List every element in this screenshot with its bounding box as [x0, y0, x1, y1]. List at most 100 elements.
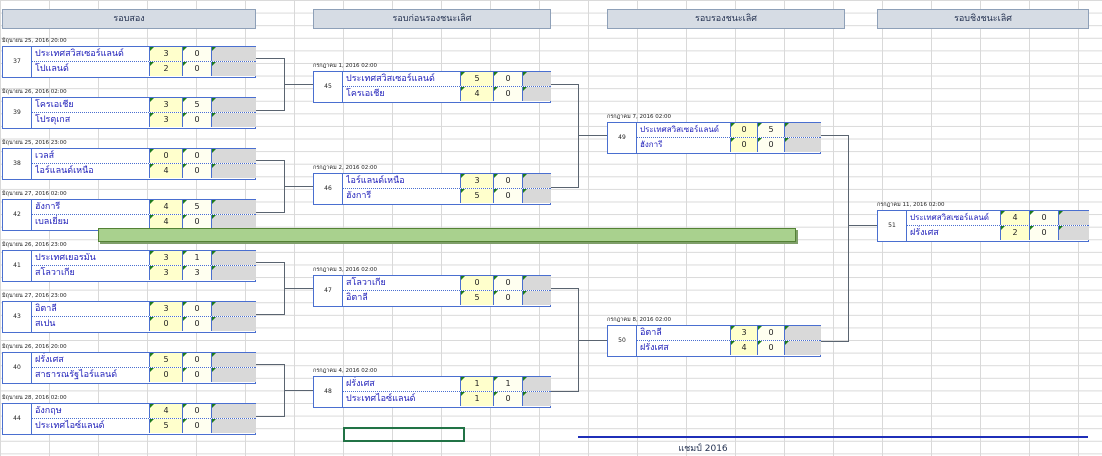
extra-score-cell[interactable]: 0 [182, 404, 211, 418]
score-cell[interactable]: 4 [149, 164, 182, 178]
penalty-cell[interactable] [784, 326, 821, 340]
team-name[interactable]: สาธารณรัฐไอร์แลนด์ [35, 370, 118, 380]
extra-score-cell[interactable]: 0 [493, 276, 522, 290]
penalty-cell[interactable] [211, 317, 256, 331]
penalty-cell[interactable] [522, 392, 551, 406]
extra-score-cell[interactable]: 0 [493, 291, 522, 305]
penalty-cell[interactable] [522, 189, 551, 203]
score-cell[interactable]: 1 [460, 392, 493, 406]
penalty-cell[interactable] [522, 291, 551, 305]
team-name[interactable]: สโลวาเกีย [346, 278, 386, 288]
extra-score-cell[interactable]: 1 [493, 377, 522, 391]
score-cell[interactable]: 3 [149, 113, 182, 127]
team-name[interactable]: ฮังการี [35, 202, 61, 212]
team-name[interactable]: อิตาลี [640, 328, 662, 338]
team-name[interactable]: ประเทศสวิสเซอร์แลนด์ [35, 49, 124, 59]
penalty-cell[interactable] [211, 113, 256, 127]
penalty-cell[interactable] [211, 302, 256, 316]
score-cell[interactable]: 3 [149, 251, 182, 265]
score-cell[interactable]: 5 [460, 189, 493, 203]
extra-score-cell[interactable]: 0 [182, 149, 211, 163]
penalty-cell[interactable] [784, 138, 821, 152]
score-cell[interactable]: 0 [149, 149, 182, 163]
score-cell[interactable]: 3 [149, 47, 182, 61]
team-name[interactable]: ฝรั่งเศส [640, 343, 669, 353]
extra-score-cell[interactable]: 0 [182, 47, 211, 61]
score-cell[interactable]: 0 [149, 368, 182, 382]
team-name[interactable]: ประเทศไอซ์แลนด์ [35, 421, 105, 431]
penalty-cell[interactable] [211, 266, 256, 280]
score-cell[interactable]: 4 [1000, 211, 1029, 225]
penalty-cell[interactable] [211, 251, 256, 265]
extra-score-cell[interactable]: 0 [182, 302, 211, 316]
green-divider-bar[interactable] [98, 228, 796, 242]
penalty-cell[interactable] [211, 149, 256, 163]
extra-score-cell[interactable]: 0 [493, 174, 522, 188]
penalty-cell[interactable] [522, 72, 551, 86]
score-cell[interactable]: 0 [460, 276, 493, 290]
team-name[interactable]: ประเทศสวิสเซอร์แลนด์ [910, 213, 990, 222]
team-name[interactable]: อิตาลี [35, 304, 57, 314]
extra-score-cell[interactable]: 0 [182, 215, 211, 229]
penalty-cell[interactable] [211, 419, 256, 433]
penalty-cell[interactable] [211, 98, 256, 112]
penalty-cell[interactable] [211, 164, 256, 178]
extra-score-cell[interactable]: 5 [182, 200, 211, 214]
penalty-cell[interactable] [784, 341, 821, 355]
penalty-cell[interactable] [522, 87, 551, 101]
extra-score-cell[interactable]: 5 [182, 98, 211, 112]
penalty-cell[interactable] [211, 404, 256, 418]
team-name[interactable]: สโลวาเกีย [35, 268, 75, 278]
extra-score-cell[interactable]: 5 [757, 123, 784, 137]
extra-score-cell[interactable]: 0 [757, 341, 784, 355]
score-cell[interactable]: 4 [149, 200, 182, 214]
extra-score-cell[interactable]: 0 [493, 72, 522, 86]
score-cell[interactable]: 2 [1000, 226, 1029, 240]
score-cell[interactable]: 4 [460, 87, 493, 101]
extra-score-cell[interactable]: 0 [182, 419, 211, 433]
penalty-cell[interactable] [522, 377, 551, 391]
extra-score-cell[interactable]: 0 [757, 326, 784, 340]
penalty-cell[interactable] [211, 62, 256, 76]
extra-score-cell[interactable]: 0 [182, 164, 211, 178]
penalty-cell[interactable] [211, 47, 256, 61]
score-cell[interactable]: 3 [149, 98, 182, 112]
score-cell[interactable]: 0 [730, 123, 757, 137]
penalty-cell[interactable] [211, 353, 256, 367]
score-cell[interactable]: 3 [460, 174, 493, 188]
team-name[interactable]: ฮังการี [346, 191, 372, 201]
selected-cell[interactable] [343, 427, 465, 442]
team-name[interactable]: เวลส์ [35, 151, 55, 161]
score-cell[interactable]: 0 [149, 317, 182, 331]
score-cell[interactable]: 3 [149, 302, 182, 316]
team-name[interactable]: โครเอเชีย [346, 89, 385, 99]
extra-score-cell[interactable]: 0 [757, 138, 784, 152]
extra-score-cell[interactable]: 0 [1029, 211, 1058, 225]
team-name[interactable]: โปรตุเกส [35, 115, 71, 125]
extra-score-cell[interactable]: 0 [493, 189, 522, 203]
penalty-cell[interactable] [1058, 211, 1089, 225]
score-cell[interactable]: 0 [730, 138, 757, 152]
score-cell[interactable]: 5 [460, 72, 493, 86]
team-name[interactable]: ไอร์แลนด์เหนือ [35, 166, 94, 176]
score-cell[interactable]: 5 [149, 353, 182, 367]
score-cell[interactable]: 4 [730, 341, 757, 355]
score-cell[interactable]: 4 [149, 404, 182, 418]
team-name[interactable]: ฝรั่งเศส [35, 355, 64, 365]
team-name[interactable]: สเปน [35, 319, 56, 329]
penalty-cell[interactable] [1058, 226, 1089, 240]
team-name[interactable]: ฝรั่งเศส [346, 379, 375, 389]
team-name[interactable]: โครเอเชีย [35, 100, 74, 110]
team-name[interactable]: ประเทศสวิสเซอร์แลนด์ [346, 74, 435, 84]
score-cell[interactable]: 1 [460, 377, 493, 391]
team-name[interactable]: ไอร์แลนด์เหนือ [346, 176, 405, 186]
team-name[interactable]: ประเทศสวิสเซอร์แลนด์ [640, 125, 720, 134]
extra-score-cell[interactable]: 0 [182, 317, 211, 331]
penalty-cell[interactable] [784, 123, 821, 137]
team-name[interactable]: อิตาลี [346, 293, 368, 303]
team-name[interactable]: เบลเยี่ยม [35, 217, 69, 227]
score-cell[interactable]: 2 [149, 62, 182, 76]
extra-score-cell[interactable]: 0 [493, 392, 522, 406]
extra-score-cell[interactable]: 0 [182, 353, 211, 367]
penalty-cell[interactable] [211, 200, 256, 214]
